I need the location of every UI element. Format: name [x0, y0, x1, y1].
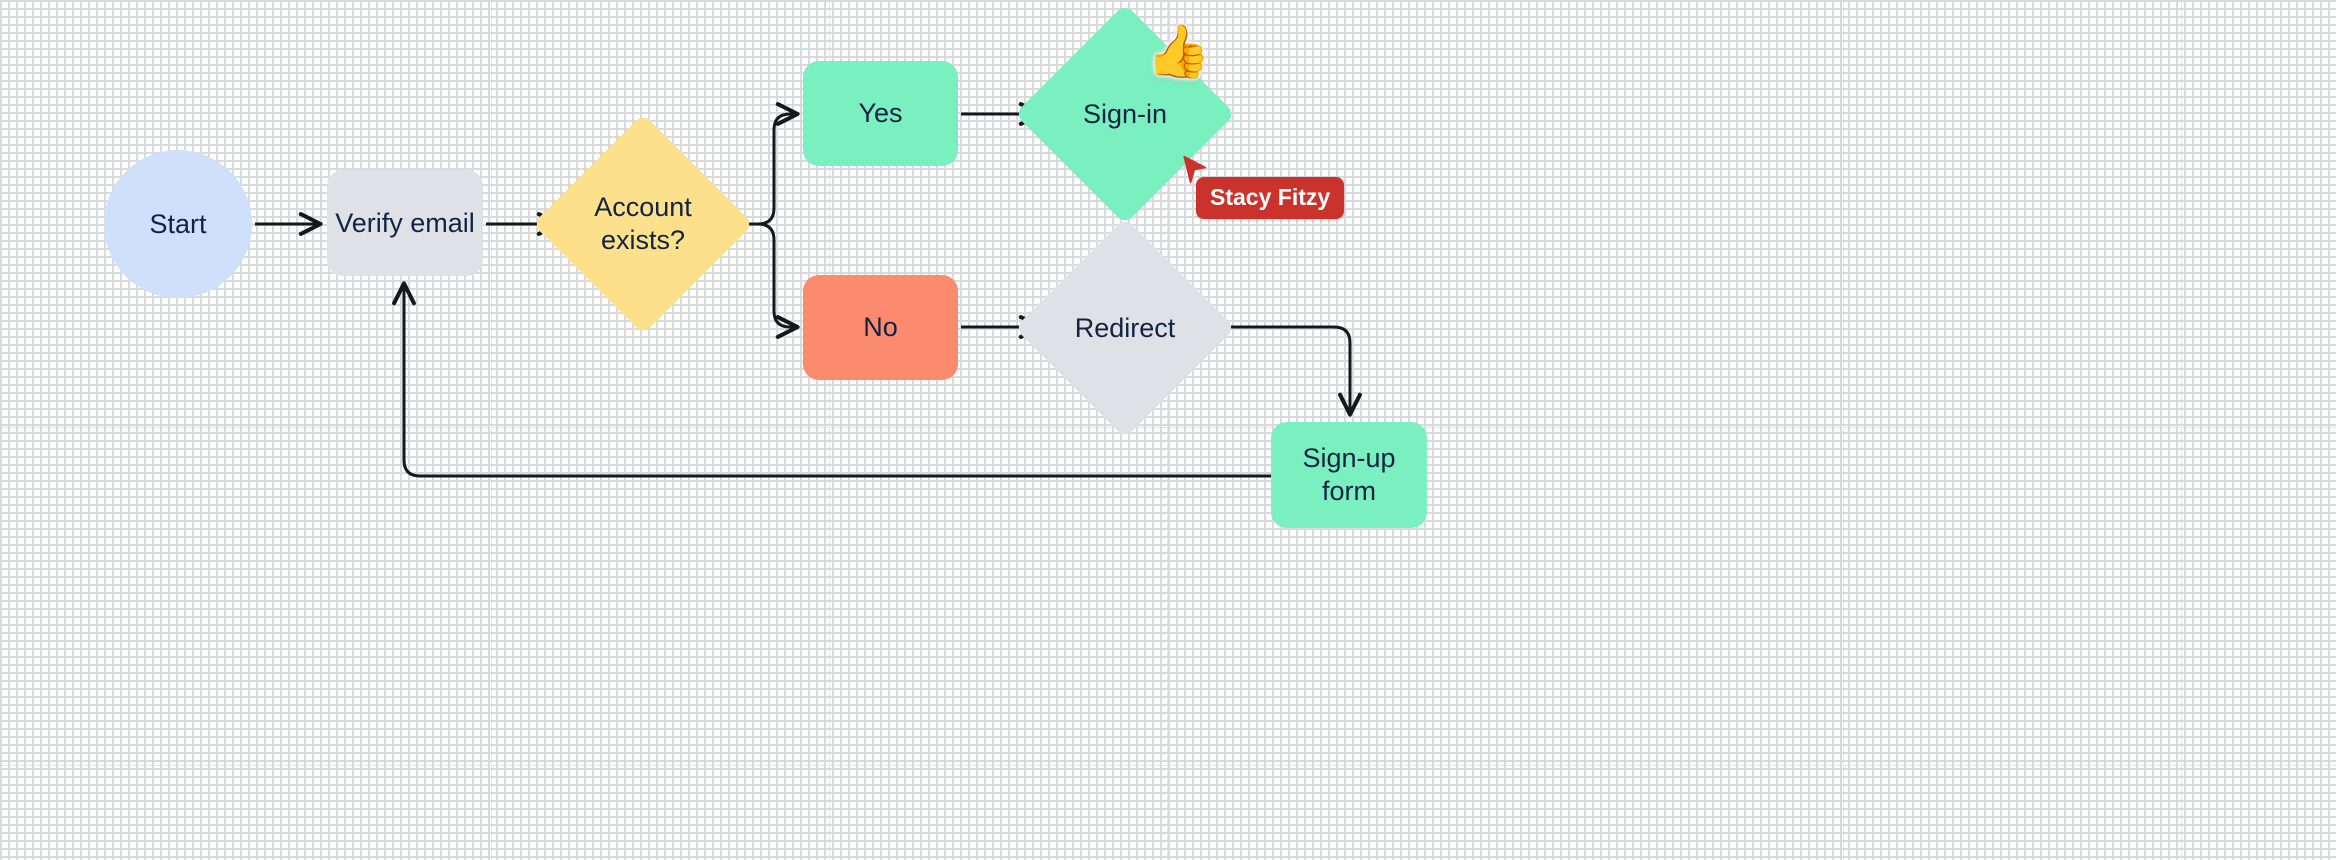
node-redirect-label: Redirect — [1074, 312, 1176, 343]
node-start-label: Start — [149, 208, 207, 239]
cursor-pointer-icon — [1183, 155, 1207, 184]
edge-decision-to-yes — [728, 102, 800, 226]
gridline-vertical — [153, 0, 154, 860]
node-sign-up-form-label: Sign-up form — [1302, 442, 1395, 508]
node-verify-email-label: Verify email — [335, 207, 475, 238]
node-yes[interactable]: Yes — [803, 61, 958, 166]
node-sign-up-form[interactable]: Sign-up form — [1271, 422, 1427, 528]
gridline-vertical — [2181, 0, 2182, 860]
node-verify-email[interactable]: Verify email — [327, 170, 483, 276]
gridline-vertical — [491, 0, 492, 860]
node-account-exists-line-2: exists? — [600, 225, 686, 255]
edge-redirect-to-signup — [1205, 325, 1362, 417]
node-no[interactable]: No — [803, 275, 958, 380]
node-no-label: No — [863, 312, 898, 343]
node-sign-in-label: Sign-in — [1082, 98, 1168, 129]
gridline-horizontal — [0, 765, 2336, 766]
node-redirect[interactable]: Redirect — [1014, 217, 1236, 439]
node-account-exists[interactable]: Account exists? — [532, 113, 754, 335]
node-account-exists-line-1: Account — [594, 192, 692, 223]
gridline-horizontal — [0, 427, 2336, 428]
node-start[interactable]: Start — [104, 150, 252, 298]
node-yes-label: Yes — [858, 98, 903, 129]
gridline-vertical — [1505, 0, 1506, 860]
collaborator-name-label: Stacy Fitzy — [1196, 177, 1345, 219]
edge-decision-to-no — [728, 222, 800, 339]
node-sign-up-form-line-2: form — [1321, 476, 1376, 506]
node-sign-in[interactable]: Sign-in — [1014, 3, 1236, 225]
thumbs-up-icon[interactable]: 👍 — [1146, 23, 1211, 81]
node-account-exists-label: Account exists? — [565, 146, 721, 302]
node-sign-up-form-line-1: Sign-up — [1302, 443, 1396, 474]
gridline-vertical — [1843, 0, 1844, 860]
